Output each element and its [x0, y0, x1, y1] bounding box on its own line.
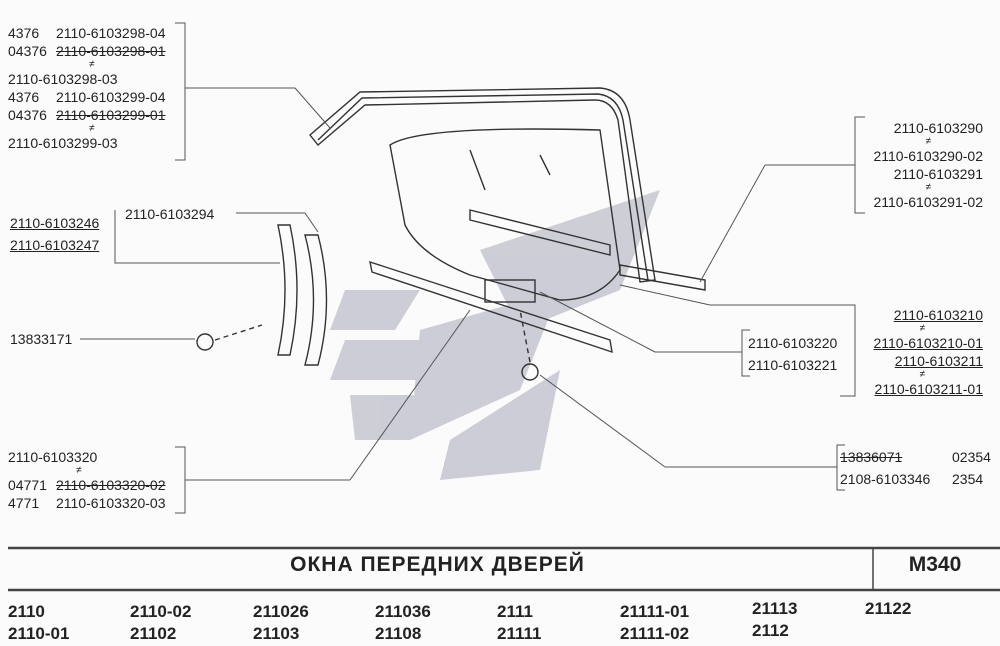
vaz-logo-watermark — [330, 190, 660, 480]
ne-row: ≠ — [873, 370, 983, 380]
page-code: М340 — [908, 553, 962, 576]
front-guide — [277, 224, 298, 356]
ne-symbol: ≠ — [89, 123, 95, 134]
callout-line: 2110-6103299-03 — [8, 135, 118, 151]
callout-right-mid-b: 2110-6103210 ≠ 2110-6103210-01 2110-6103… — [873, 307, 983, 397]
callout-left-mid: 2110-6103246 2110-6103247 — [10, 215, 100, 253]
ne-symbol: ≠ — [925, 136, 932, 147]
ne-row: ≠ — [8, 466, 166, 476]
ne-symbol: ≠ — [89, 59, 95, 70]
bolt-center — [521, 363, 539, 381]
ne-symbol: ≠ — [919, 369, 926, 380]
ne-symbol: ≠ — [76, 465, 82, 476]
ne-symbol: ≠ — [925, 182, 932, 193]
door-glass — [389, 128, 621, 301]
ne-row: ≠ — [8, 124, 166, 134]
model-column: 21122 — [865, 599, 912, 618]
callout-line: 2110-6103298-03 — [8, 71, 118, 87]
frame-seal — [309, 87, 656, 283]
ne-row: ≠ — [8, 60, 166, 70]
outer-seal-strip — [619, 264, 706, 291]
callout-right-top: 2110-6103290 ≠ 2110-6103290-02 2110-6103… — [873, 120, 983, 210]
inner-seal-strip — [369, 260, 613, 354]
ne-row: ≠ — [873, 324, 983, 334]
callout-bolt-left: 13833171 — [10, 331, 73, 347]
callout-left-mid-2: 2110-6103294 — [125, 206, 215, 222]
glass-channel — [469, 209, 611, 256]
ne-symbol: ≠ — [919, 323, 926, 334]
bolt-left — [196, 333, 214, 351]
callout-right-mid-a: 2110-6103220 2110-6103221 — [748, 335, 838, 373]
glass-clamp — [484, 279, 536, 303]
ne-row: ≠ — [873, 183, 983, 193]
ne-row: ≠ — [873, 137, 983, 147]
rear-guide — [304, 234, 328, 366]
page-title: ОКНА ПЕРЕДНИХ ДВЕРЕЙ — [290, 553, 585, 576]
